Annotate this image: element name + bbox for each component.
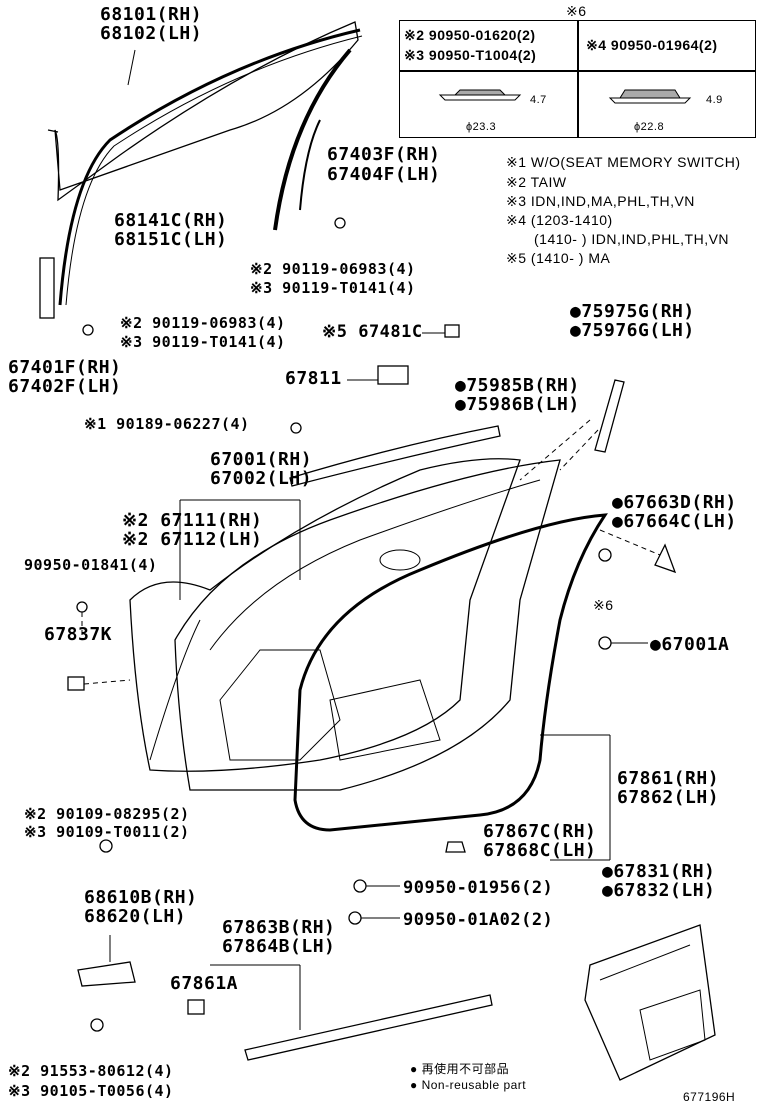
note-4: ※4 (1203-1410) xyxy=(506,212,613,228)
figure-code: 677196H xyxy=(683,1090,736,1104)
label-cover-837: 67837K xyxy=(44,624,113,645)
plug-841 xyxy=(76,601,88,613)
glass-run-front xyxy=(58,28,361,306)
inset-right-part: ※4 90950-01964(2) xyxy=(586,37,718,53)
label-door-panel-lh: 67002(LH) xyxy=(210,468,313,489)
label-screw-109-2: ※3 90109-T0011(2) xyxy=(24,823,190,841)
label-clip-861a: 67861A xyxy=(170,973,239,994)
label-run-front-lh: 68151C(LH) xyxy=(114,229,228,250)
label-weatherstrip-sub-rh: 67867C(RH) xyxy=(483,821,597,842)
inset-right-height: 4.9 xyxy=(706,94,723,106)
screw-109 xyxy=(99,839,113,853)
label-door-panel-rh: 67001(RH) xyxy=(210,449,313,470)
label-weatherstrip-door-lh: 67862(LH) xyxy=(617,787,720,808)
label-regulator-rear-rh: 67403F(RH) xyxy=(327,144,441,165)
label-belt-moulding-rh: ●75985B(RH) xyxy=(455,375,580,396)
label-screw-a-2: ※3 90119-T0141(4) xyxy=(250,279,416,297)
label-belt-moulding-lh: ●75986B(LH) xyxy=(455,394,580,415)
inset-right-diameter: ϕ22.8 xyxy=(634,121,665,133)
screw-a xyxy=(334,217,346,229)
label-seal-663-rh: ●67663D(RH) xyxy=(612,492,737,513)
label-regulator-front-lh: 67402F(LH) xyxy=(8,376,122,397)
belt-moulding xyxy=(289,425,501,487)
label-glass-rh: 68101(RH) xyxy=(100,4,203,25)
seal-663 xyxy=(654,543,677,574)
label-plug-a02: 90950-01A02(2) xyxy=(403,910,554,930)
label-check-rh: 68610B(RH) xyxy=(84,887,198,908)
inset-left-part-1: ※2 90950-01620(2) xyxy=(404,27,536,43)
inset-box: ※2 90950-01620(2) ※3 90950-T1004(2) ※4 9… xyxy=(399,20,756,138)
legend-jp: ● 再使用不可部品 xyxy=(410,1062,510,1076)
note-2: ※2 TAIW xyxy=(506,174,567,190)
label-note6-plug: ※6 xyxy=(593,597,614,613)
door-glass xyxy=(54,21,359,202)
bolt-189 xyxy=(290,422,302,434)
label-regulator-rear-lh: 67404F(LH) xyxy=(327,164,441,185)
label-clip-481: ※5 67481C xyxy=(322,322,423,342)
label-plug-001a: ●67001A xyxy=(650,634,730,655)
label-screw-b-1: ※2 90119-06983(4) xyxy=(120,314,286,332)
label-pad-811: 67811 xyxy=(285,368,342,389)
note-6-title: ※6 xyxy=(566,3,587,19)
screw-b xyxy=(82,324,94,336)
door-check xyxy=(77,961,136,987)
label-screw-b-2: ※3 90119-T0141(4) xyxy=(120,333,286,351)
plug-956 xyxy=(353,879,367,893)
door-weatherstrip xyxy=(293,513,608,832)
label-weatherstrip-door-rh: 67861(RH) xyxy=(617,768,720,789)
note-3: ※3 IDN,IND,MA,PHL,TH,VN xyxy=(506,193,695,209)
cover-837 xyxy=(67,676,85,691)
label-screw-a-1: ※2 90119-06983(4) xyxy=(250,260,416,278)
inset-left-diameter: ϕ23.3 xyxy=(466,121,497,133)
label-regulator-front-rh: 67401F(RH) xyxy=(8,357,122,378)
clip-861a xyxy=(187,999,205,1015)
plug-001a xyxy=(598,636,612,650)
label-glass-lh: 68102(LH) xyxy=(100,23,203,44)
label-weatherstrip-lower-lh: 67864B(LH) xyxy=(222,936,336,957)
label-frame-lh: ※2 67112(LH) xyxy=(122,529,263,550)
plug-6 xyxy=(598,548,612,562)
bolt-553 xyxy=(90,1018,104,1032)
inset-left-height: 4.7 xyxy=(530,94,547,106)
weatherstrip-lower xyxy=(244,994,493,1061)
regulator-front xyxy=(39,257,55,319)
rear-channel xyxy=(273,48,352,231)
label-check-lh: 68620(LH) xyxy=(84,906,187,927)
note-5: ※5 (1410- ) MA xyxy=(506,250,611,266)
label-weatherstrip-upper-lh: ●75976G(LH) xyxy=(570,320,695,341)
label-screw-109-1: ※2 90109-08295(2) xyxy=(24,805,190,823)
plug-a02 xyxy=(348,911,362,925)
leader-glass xyxy=(127,49,136,86)
legend-en: ● Non-reusable part xyxy=(410,1078,527,1092)
pad-811 xyxy=(377,365,409,385)
label-weatherstrip-sub-lh: 67868C(LH) xyxy=(483,840,597,861)
label-run-front-rh: 68141C(RH) xyxy=(114,210,228,231)
label-seal-663-lh: ●67664C(LH) xyxy=(612,511,737,532)
label-service-cover-rh: ●67831(RH) xyxy=(602,861,716,882)
door-outer-panel xyxy=(129,458,521,772)
label-plug-956: 90950-01956(2) xyxy=(403,878,554,898)
service-hole-cover xyxy=(584,924,716,1081)
note-4b: (1410- ) IDN,IND,PHL,TH,VN xyxy=(534,231,730,247)
door-inner-frame xyxy=(174,459,561,791)
label-bolt-189: ※1 90189-06227(4) xyxy=(84,415,250,433)
clip-481 xyxy=(444,324,460,338)
label-frame-rh: ※2 67111(RH) xyxy=(122,510,263,531)
label-weatherstrip-upper-rh: ●75975G(RH) xyxy=(570,301,695,322)
label-plug-841: 90950-01841(4) xyxy=(24,556,158,574)
note-1: ※1 W/O(SEAT MEMORY SWITCH) xyxy=(506,154,741,170)
inset-left-part-2: ※3 90950-T1004(2) xyxy=(404,47,537,63)
weatherstrip-sub xyxy=(445,841,466,853)
label-weatherstrip-lower-rh: 67863B(RH) xyxy=(222,917,336,938)
label-bolt-553-1: ※2 91553-80612(4) xyxy=(8,1062,174,1080)
label-service-cover-lh: ●67832(LH) xyxy=(602,880,716,901)
label-bolt-553-2: ※3 90105-T0056(4) xyxy=(8,1082,174,1100)
weatherstrip-upper xyxy=(594,379,625,453)
